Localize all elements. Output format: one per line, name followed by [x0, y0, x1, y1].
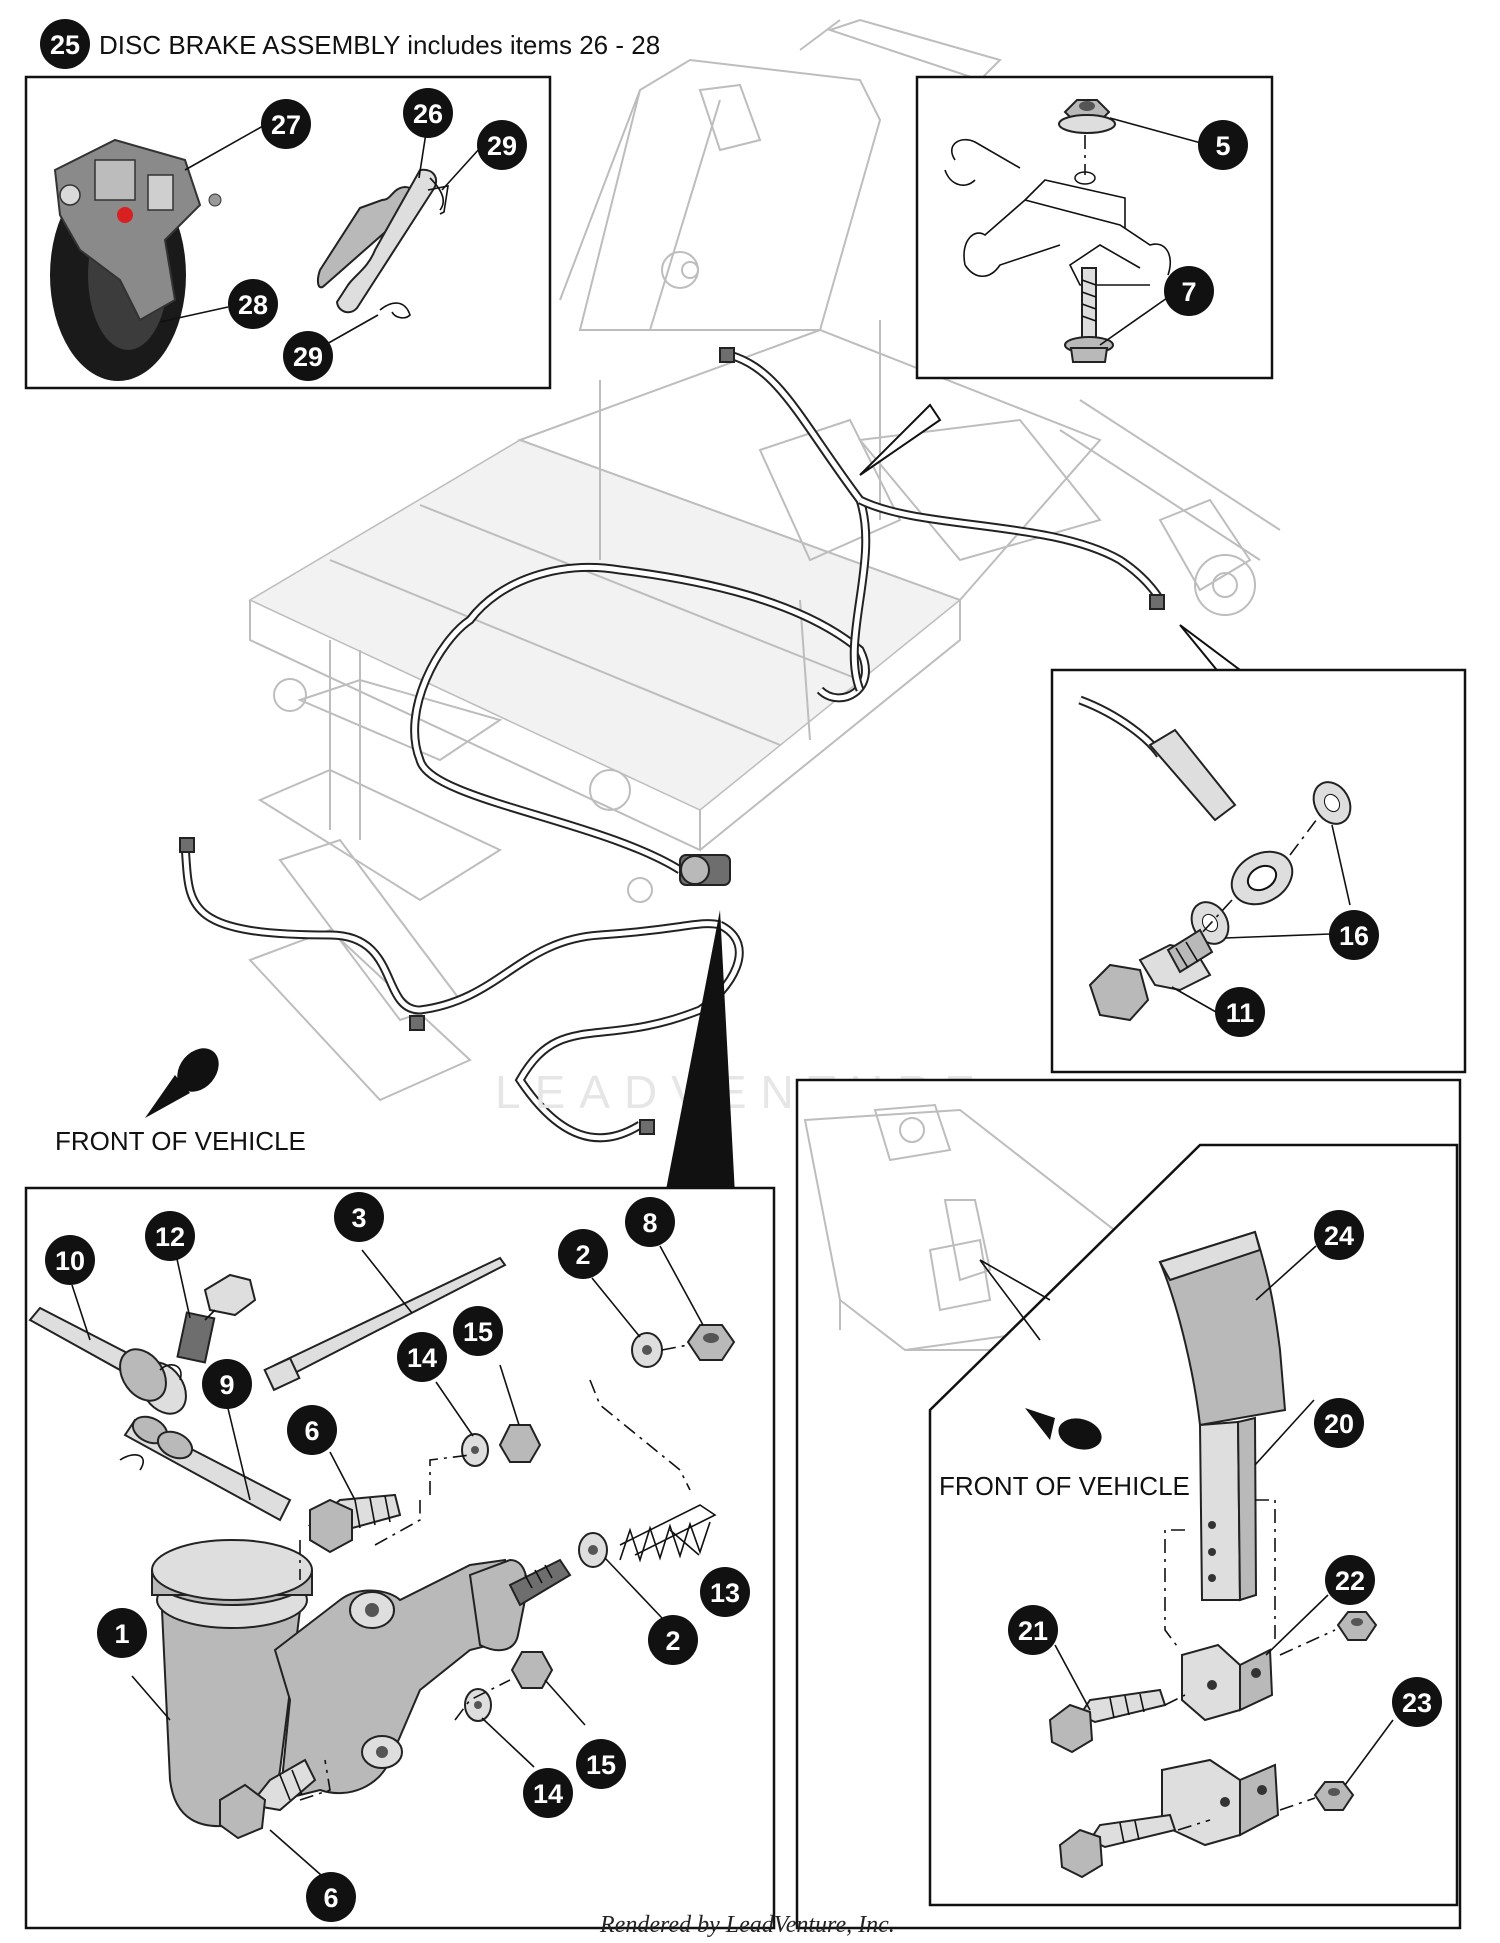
svg-text:14: 14: [407, 1343, 437, 1373]
pushrod: [508, 1558, 572, 1607]
pad-retaining-clip-lower: [379, 302, 411, 319]
brake-lines: [179, 347, 1165, 1143]
callout-6: [287, 1405, 337, 1455]
panel-disc-brake: 27 26 29 28 29: [24, 75, 552, 390]
brake-hose-fitting: [1148, 728, 1237, 822]
svg-text:2: 2: [665, 1626, 680, 1656]
hex-bolt-upper: [1078, 1688, 1167, 1724]
callout-29: [477, 120, 527, 170]
nut-mid: [498, 1424, 542, 1463]
callout-1: [97, 1608, 147, 1658]
svg-text:15: 15: [586, 1750, 616, 1780]
svg-text:20: 20: [1324, 1409, 1354, 1439]
svg-text:10: 10: [55, 1246, 85, 1276]
callout-20: [1314, 1398, 1364, 1448]
svg-text:25: 25: [50, 30, 80, 60]
callout-15: [576, 1739, 626, 1789]
svg-text:11: 11: [1226, 998, 1255, 1028]
brake-pedal-arm: [1198, 1420, 1242, 1601]
svg-text:21: 21: [1018, 1616, 1048, 1646]
panel-mounting-bolt: 5 7: [915, 75, 1274, 380]
svg-text:8: 8: [642, 1208, 657, 1238]
callout-27: [261, 99, 311, 149]
detail-pointer-master-cylinder: [665, 910, 735, 1195]
svg-text:29: 29: [293, 342, 323, 372]
svg-text:1: 1: [114, 1619, 129, 1649]
mounting-bolt-lower: [248, 1758, 317, 1812]
panel-banjo-fitting: 16 11: [1050, 668, 1467, 1074]
svg-text:14: 14: [533, 1779, 563, 1809]
callout-2: [648, 1615, 698, 1665]
panel-pedal-stop: FRONT OF VEHICLE: [795, 1078, 1462, 1930]
svg-text:13: 13: [710, 1578, 740, 1608]
return-spring: [619, 1521, 711, 1563]
brake-pad-right: [335, 168, 438, 314]
disc-brake-assembly-title: DISC BRAKE ASSEMBLY includes items 26 - …: [99, 30, 660, 60]
callout-8: [625, 1197, 675, 1247]
front-of-vehicle-pedal-label: FRONT OF VEHICLE: [939, 1471, 1190, 1501]
svg-text:3: 3: [351, 1203, 366, 1233]
callout-14: [397, 1332, 447, 1382]
panel-master-cylinder: 3 2 8 10 12 9 15 14 6 13 2 1 15 14 6: [24, 1186, 776, 1930]
svg-text:9: 9: [219, 1370, 234, 1400]
front-arrow-icon: [145, 1075, 190, 1118]
nut-lower: [510, 1651, 554, 1689]
svg-text:22: 22: [1335, 1566, 1365, 1596]
callout-24: [1314, 1210, 1364, 1260]
callout-12: [145, 1211, 195, 1261]
svg-text:6: 6: [304, 1416, 319, 1446]
callout-22: [1325, 1555, 1375, 1605]
header: 25 DISC BRAKE ASSEMBLY includes items 26…: [40, 19, 660, 69]
detail-pointer-top-right: [859, 403, 942, 476]
front-of-vehicle-label: FRONT OF VEHICLE: [55, 1126, 306, 1156]
callout-10: [45, 1235, 95, 1285]
callout-5: [1198, 120, 1248, 170]
callout-2: [558, 1229, 608, 1279]
callout-21: [1008, 1605, 1058, 1655]
callout-25: [40, 19, 90, 69]
banjo-bolt-reservoir: [203, 1273, 257, 1317]
callout-29: [283, 331, 333, 381]
svg-text:6: 6: [323, 1883, 338, 1913]
svg-text:26: 26: [413, 99, 443, 129]
footer-credit: Rendered by LeadVenture, Inc.: [599, 1912, 895, 1938]
svg-text:15: 15: [463, 1317, 493, 1347]
svg-text:23: 23: [1402, 1688, 1432, 1718]
callout-13: [700, 1567, 750, 1617]
svg-text:12: 12: [155, 1222, 185, 1252]
svg-text:2: 2: [575, 1240, 590, 1270]
callout-16: [1329, 910, 1379, 960]
callout-23: [1392, 1677, 1442, 1727]
callout-15: [453, 1306, 503, 1356]
pad-retaining-clip-upper: [427, 184, 449, 215]
callout-3: [334, 1192, 384, 1242]
svg-text:27: 27: [271, 110, 301, 140]
svg-text:5: 5: [1215, 131, 1230, 161]
svg-text:24: 24: [1324, 1221, 1354, 1251]
callout-26: [403, 88, 453, 138]
callout-6: [306, 1872, 356, 1922]
callout-14: [523, 1768, 573, 1818]
hex-bolt-lower: [1088, 1813, 1177, 1849]
front-arrow-pedal-icon: [1025, 1408, 1055, 1440]
svg-text:7: 7: [1181, 277, 1196, 307]
vehicle-chassis-frame: [248, 18, 1281, 1102]
svg-text:29: 29: [487, 131, 517, 161]
callout-11: [1215, 987, 1265, 1037]
brake-pedal-pad: [1158, 1230, 1287, 1427]
callout-9: [202, 1359, 252, 1409]
callout-28: [228, 279, 278, 329]
svg-text:16: 16: [1339, 921, 1369, 951]
svg-text:28: 28: [238, 290, 268, 320]
front-of-vehicle-indicator: FRONT OF VEHICLE: [55, 1048, 306, 1156]
master-cylinder-body: [273, 1558, 512, 1802]
callout-7: [1164, 266, 1214, 316]
